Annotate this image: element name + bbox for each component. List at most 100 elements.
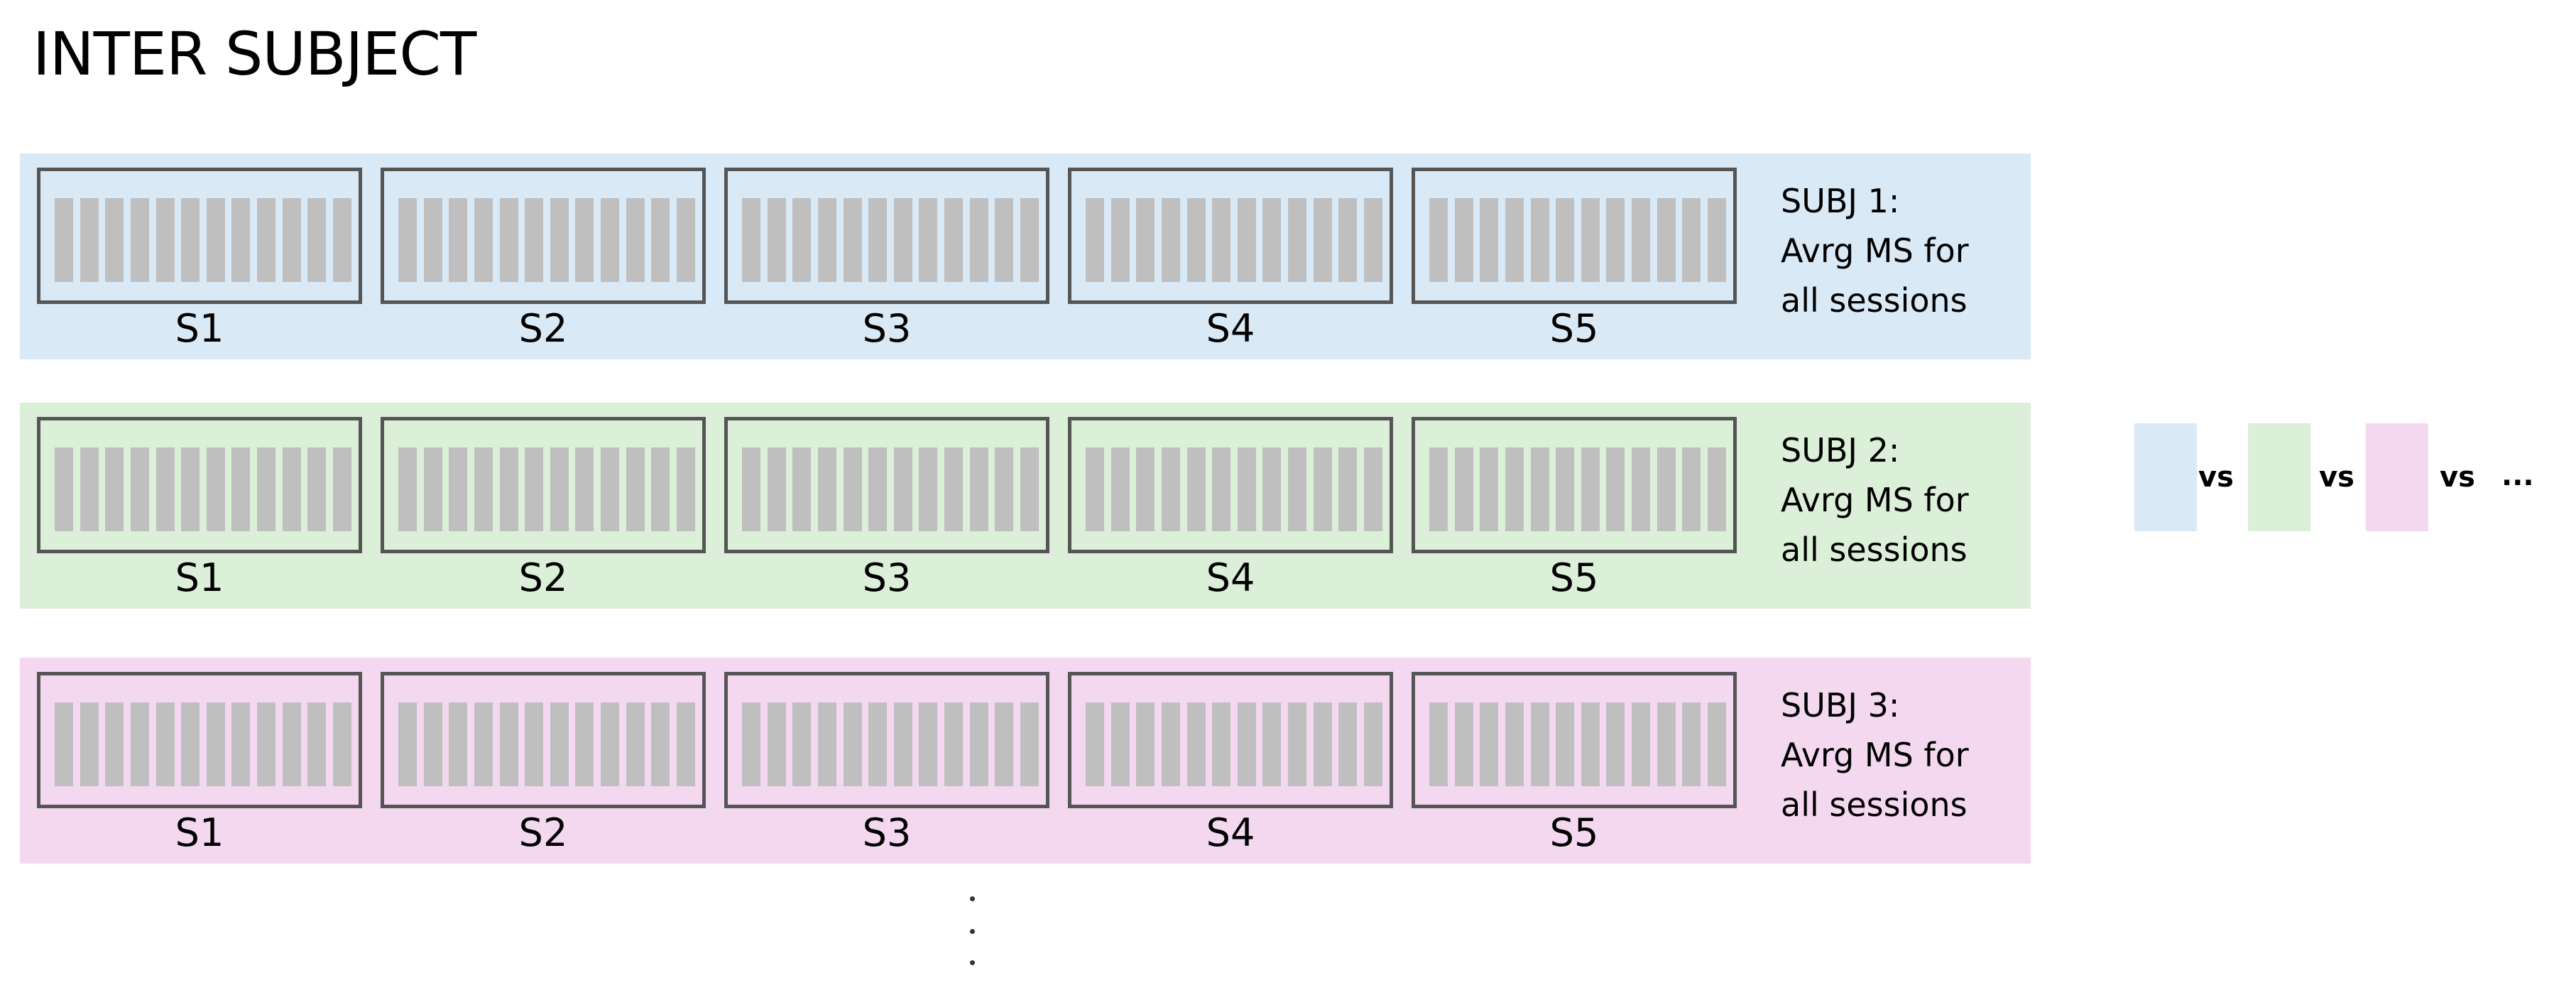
data-bar bbox=[1086, 702, 1104, 786]
data-bar bbox=[55, 447, 73, 531]
data-bar bbox=[155, 702, 175, 786]
data-bar bbox=[55, 702, 73, 786]
data-bar bbox=[767, 447, 786, 531]
data-bar bbox=[575, 198, 594, 282]
data-bar bbox=[1186, 198, 1206, 282]
session-label: S1 bbox=[175, 306, 224, 351]
data-bar bbox=[257, 447, 275, 531]
data-bar bbox=[550, 702, 569, 786]
data-bar bbox=[944, 702, 963, 786]
data-bar bbox=[1237, 198, 1256, 282]
data-bar bbox=[919, 198, 938, 282]
data-bar bbox=[626, 198, 645, 282]
data-bar bbox=[944, 447, 963, 531]
data-bar bbox=[1556, 702, 1575, 786]
data-bar bbox=[1606, 702, 1625, 786]
data-bar bbox=[499, 198, 518, 282]
data-bar bbox=[817, 447, 836, 531]
data-bar bbox=[1288, 702, 1306, 786]
data-bar bbox=[742, 447, 760, 531]
more-subjects-ellipsis: ... bbox=[2501, 460, 2534, 492]
data-bar bbox=[1632, 447, 1650, 531]
session-label: S2 bbox=[518, 810, 568, 855]
data-bar bbox=[1262, 702, 1282, 786]
data-bar bbox=[1338, 198, 1358, 282]
data-bar bbox=[767, 702, 786, 786]
subject-label: SUBJ 1: Avrg MS for all sessions bbox=[1781, 176, 2029, 325]
session-label: S4 bbox=[1206, 810, 1255, 855]
subject-label: SUBJ 2: Avrg MS for all sessions bbox=[1781, 425, 2029, 575]
data-bar bbox=[1212, 702, 1231, 786]
data-bar bbox=[499, 447, 518, 531]
data-bar bbox=[1606, 447, 1625, 531]
data-bar bbox=[257, 198, 275, 282]
session-label: S1 bbox=[175, 810, 224, 855]
session-bars bbox=[742, 447, 1039, 531]
session-bars bbox=[1086, 447, 1382, 531]
data-bar bbox=[1682, 447, 1701, 531]
data-bar bbox=[1086, 198, 1104, 282]
session-bars bbox=[1429, 702, 1726, 786]
subject-label-title: SUBJ 1: bbox=[1781, 182, 1900, 220]
data-bar bbox=[1682, 702, 1701, 786]
session-box bbox=[1412, 417, 1737, 553]
data-bar bbox=[676, 198, 695, 282]
data-bar bbox=[1020, 447, 1039, 531]
session-4-panel: S4 bbox=[1068, 168, 1397, 348]
data-bar bbox=[257, 702, 275, 786]
data-bar bbox=[651, 198, 670, 282]
session-bars bbox=[742, 702, 1039, 786]
subject-label: SUBJ 3: Avrg MS for all sessions bbox=[1781, 680, 2029, 830]
data-bar bbox=[525, 198, 544, 282]
session-label: S2 bbox=[518, 555, 568, 600]
data-bar bbox=[995, 702, 1014, 786]
data-bar bbox=[1429, 447, 1448, 531]
data-bar bbox=[817, 198, 836, 282]
data-bar bbox=[626, 447, 645, 531]
vs-label: vs bbox=[2440, 461, 2475, 494]
data-bar bbox=[1288, 447, 1306, 531]
data-bar bbox=[1237, 447, 1256, 531]
session-2-panel: S2 bbox=[381, 168, 710, 348]
data-bar bbox=[676, 447, 695, 531]
session-1-panel: S1 bbox=[37, 672, 366, 855]
data-bar bbox=[651, 702, 670, 786]
data-bar bbox=[105, 447, 124, 531]
data-bar bbox=[398, 702, 417, 786]
data-bar bbox=[1530, 198, 1549, 282]
data-bar bbox=[1480, 198, 1499, 282]
session-bars bbox=[55, 702, 351, 786]
data-bar bbox=[676, 702, 695, 786]
data-bar bbox=[1212, 447, 1231, 531]
session-bars bbox=[1429, 198, 1726, 282]
data-bar bbox=[181, 447, 200, 531]
data-bar bbox=[423, 198, 442, 282]
data-bar bbox=[206, 702, 225, 786]
data-bar bbox=[1682, 198, 1701, 282]
subject-label-line: Avrg MS for bbox=[1781, 481, 1969, 519]
session-2-panel: S2 bbox=[381, 417, 710, 600]
data-bar bbox=[525, 447, 544, 531]
data-bar bbox=[1707, 198, 1726, 282]
data-bar bbox=[307, 198, 327, 282]
session-bars bbox=[1086, 198, 1382, 282]
data-bar bbox=[181, 702, 200, 786]
data-bar bbox=[55, 198, 73, 282]
session-bars bbox=[398, 198, 695, 282]
data-bar bbox=[449, 198, 468, 282]
data-bar bbox=[231, 702, 251, 786]
data-bar bbox=[1288, 198, 1306, 282]
data-bar bbox=[332, 198, 351, 282]
session-box bbox=[381, 672, 706, 808]
data-bar bbox=[742, 198, 760, 282]
data-bar bbox=[332, 702, 351, 786]
data-bar bbox=[550, 198, 569, 282]
data-bar bbox=[231, 447, 251, 531]
data-bar bbox=[1581, 198, 1600, 282]
data-bar bbox=[307, 702, 327, 786]
data-bar bbox=[969, 447, 988, 531]
data-bar bbox=[1581, 702, 1600, 786]
data-bar bbox=[1505, 447, 1524, 531]
data-bar bbox=[1556, 447, 1575, 531]
